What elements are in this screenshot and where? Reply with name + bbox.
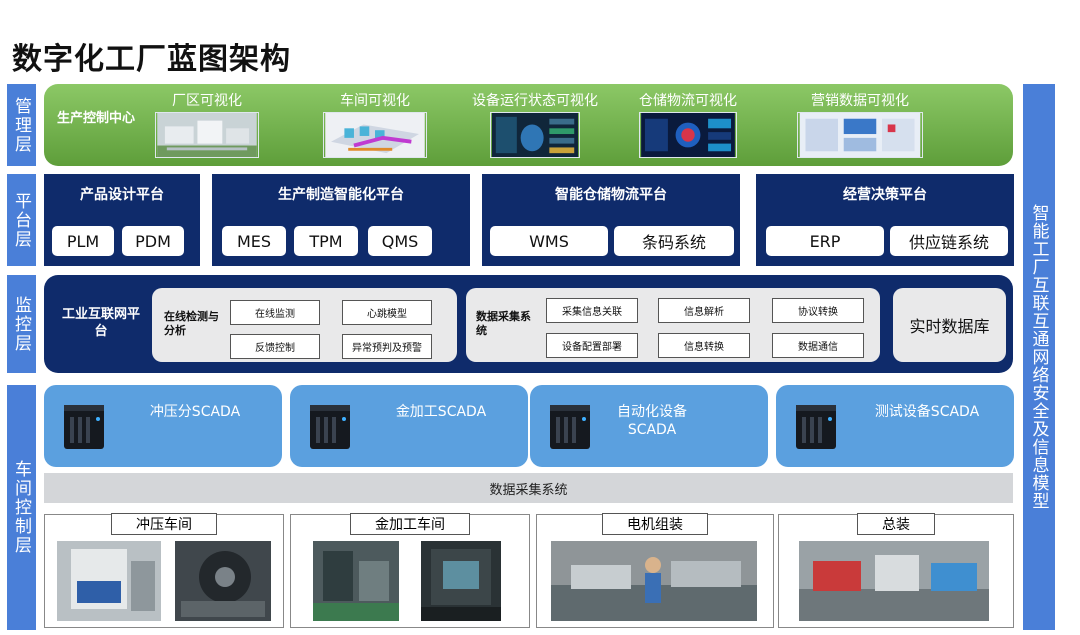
- vis-plant[interactable]: 厂区可视化: [148, 90, 266, 162]
- system-erp[interactable]: ERP: [766, 226, 884, 256]
- box-info-parsing[interactable]: 信息解析: [658, 298, 750, 323]
- scada-label: 金加工SCADA: [395, 404, 487, 420]
- data-acquisition-bar: 数据采集系统: [44, 473, 1013, 503]
- system-barcode[interactable]: 条码系统: [614, 226, 734, 256]
- vis-warehouse[interactable]: 仓储物流可视化: [632, 90, 744, 162]
- realtime-database[interactable]: 实时数据库: [893, 288, 1006, 362]
- platform-title: 生产制造智能化平台: [278, 187, 404, 203]
- equipment-status-image: [490, 112, 580, 158]
- workshop-stamping[interactable]: 冲压车间: [44, 513, 284, 628]
- vis-label: 设备运行状态可视化: [472, 93, 598, 109]
- scada-label: 测试设备SCADA: [874, 404, 980, 420]
- layer-label-management: 管理层: [7, 84, 36, 166]
- system-mes[interactable]: MES: [222, 226, 286, 256]
- system-plm[interactable]: PLM: [52, 226, 114, 256]
- box-data-communication[interactable]: 数据通信: [772, 333, 864, 358]
- warehouse-dashboard-image: [639, 112, 737, 158]
- motor-assembly-photo: [551, 541, 757, 621]
- vis-label: 仓储物流可视化: [639, 93, 737, 109]
- box-info-association[interactable]: 采集信息关联: [546, 298, 638, 323]
- vis-equipment-status[interactable]: 设备运行状态可视化: [464, 90, 606, 162]
- stamping-photo-1: [57, 541, 161, 621]
- scada-automation[interactable]: 自动化设备SCADA: [530, 385, 768, 467]
- workshop-machining[interactable]: 金加工车间: [290, 513, 530, 628]
- workshop-3d-image: [323, 112, 427, 158]
- layer-label-workshop: 车间控制层: [7, 385, 36, 630]
- iiot-platform-label: 工业互联网平台: [61, 307, 140, 339]
- box-heartbeat-model[interactable]: 心跳模型: [342, 300, 432, 325]
- network-security-bar: 智能工厂互联互通网络安全及信息模型: [1023, 84, 1055, 630]
- platform-warehouse-logistics: 智能仓储物流平台 WMS 条码系统: [482, 174, 740, 266]
- system-tpm[interactable]: TPM: [294, 226, 358, 256]
- vis-label: 营销数据可视化: [811, 93, 909, 109]
- workshop-final-assembly[interactable]: 总装: [778, 513, 1014, 628]
- platform-title: 产品设计平台: [80, 187, 164, 203]
- box-online-monitoring[interactable]: 在线监测: [230, 300, 320, 325]
- scada-label: 自动化设备SCADA: [617, 404, 687, 438]
- box-device-deployment[interactable]: 设备配置部署: [546, 333, 638, 358]
- workshop-motor-assembly[interactable]: 电机组装: [536, 513, 774, 628]
- platform-title: 经营决策平台: [843, 187, 927, 203]
- workshop-label: 电机组装: [602, 513, 708, 535]
- box-anomaly-warning[interactable]: 异常预判及预警: [342, 334, 432, 359]
- workshop-label: 冲压车间: [111, 513, 217, 535]
- box-protocol-conversion[interactable]: 协议转换: [772, 298, 864, 323]
- scada-machining[interactable]: 金加工SCADA: [290, 385, 528, 467]
- layer-label-platform: 平台层: [7, 174, 36, 266]
- vis-marketing[interactable]: 营销数据可视化: [790, 90, 930, 162]
- platform-manufacturing: 生产制造智能化平台 MES TPM QMS: [212, 174, 470, 266]
- page-title: 数字化工厂蓝图架构: [12, 42, 291, 77]
- layer-label-monitoring: 监控层: [7, 275, 36, 373]
- vis-label: 厂区可视化: [172, 93, 242, 109]
- machining-photo-1: [313, 541, 399, 621]
- inspection-title: 在线检测与分析: [164, 310, 219, 337]
- server-icon: [550, 405, 590, 449]
- box-feedback-control[interactable]: 反馈控制: [230, 334, 320, 359]
- scada-label: 冲压分SCADA: [149, 404, 241, 420]
- platform-business-decision: 经营决策平台 ERP 供应链系统: [756, 174, 1014, 266]
- server-icon: [64, 405, 104, 449]
- production-control-center: 生产控制中心: [56, 111, 135, 126]
- machining-photo-2: [421, 541, 501, 621]
- final-assembly-photo: [799, 541, 989, 621]
- system-supply-chain[interactable]: 供应链系统: [890, 226, 1008, 256]
- platform-product-design: 产品设计平台 PLM PDM: [44, 174, 200, 266]
- stamping-photo-2: [175, 541, 271, 621]
- system-qms[interactable]: QMS: [368, 226, 432, 256]
- acquisition-title: 数据采集系统: [476, 310, 531, 337]
- box-info-conversion[interactable]: 信息转换: [658, 333, 750, 358]
- vis-workshop[interactable]: 车间可视化: [316, 90, 434, 162]
- platform-title: 智能仓储物流平台: [555, 187, 667, 203]
- scada-testing[interactable]: 测试设备SCADA: [776, 385, 1014, 467]
- workshop-label: 金加工车间: [350, 513, 470, 535]
- scada-stamping[interactable]: 冲压分SCADA: [44, 385, 282, 467]
- marketing-dashboard-image: [797, 112, 923, 158]
- system-pdm[interactable]: PDM: [122, 226, 184, 256]
- vis-label: 车间可视化: [340, 93, 410, 109]
- plant-aerial-image: [155, 112, 259, 158]
- workshop-label: 总装: [857, 513, 935, 535]
- server-icon: [796, 405, 836, 449]
- system-wms[interactable]: WMS: [490, 226, 608, 256]
- server-icon: [310, 405, 350, 449]
